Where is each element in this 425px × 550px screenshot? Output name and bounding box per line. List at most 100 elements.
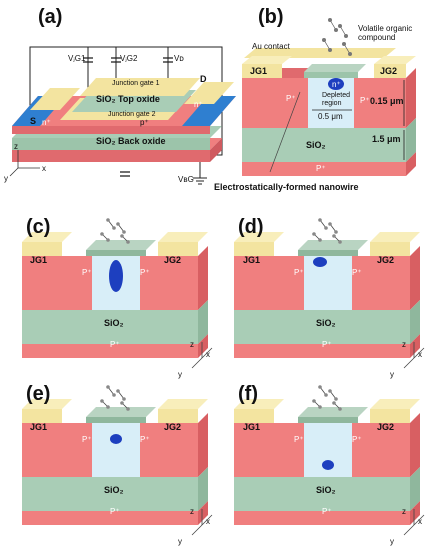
e-jg1-label: JG1 [30, 422, 48, 432]
e-p-bottom-label: P⁺ [110, 507, 120, 516]
e-voc-atom-a0 [106, 385, 110, 389]
c-top-oxide-front [86, 250, 146, 256]
d-top-oxide-front [298, 250, 358, 256]
d-p-bottom-label: P⁺ [322, 340, 332, 349]
a-junction-gate-1-pad [80, 78, 200, 96]
d-jg1-label: JG1 [243, 255, 261, 265]
ground-symbol [193, 177, 207, 185]
b-p-plus-left-label: P⁺ [286, 94, 296, 103]
e-axis-x-line [201, 514, 213, 526]
f-p-bottom-side [410, 501, 420, 525]
b-sio2-label: SiO₂ [306, 140, 326, 150]
e-voc-atom-b0 [112, 393, 116, 397]
a-axis-y: y [4, 174, 8, 183]
d-axis-z: z [402, 340, 406, 349]
b-oxide-dim-label: 1.5 μm [372, 134, 401, 144]
f-voc-atom-b0 [324, 393, 328, 397]
d-axis-y: y [390, 370, 394, 379]
c-jg2-label: JG2 [164, 255, 182, 265]
e-p-left-label: P⁺ [82, 435, 92, 444]
f-p-left-block [234, 423, 304, 477]
e-p-right-label: P⁺ [140, 435, 150, 444]
d-top-oxide [298, 240, 368, 250]
c-voc-atom-a3 [120, 234, 124, 238]
e-p-bottom-block [22, 511, 198, 525]
d-sio2-label: SiO₂ [316, 318, 336, 328]
f-top-oxide [298, 407, 368, 417]
f-axis-x: x [418, 517, 422, 526]
a-vjg1-label: VⱼG1 [68, 54, 86, 63]
e-p-bottom-side [198, 501, 208, 525]
f-p-right-block [352, 423, 410, 477]
a-back-oxide-label: SiO₂ Back oxide [96, 136, 166, 146]
d-sio2-side [410, 300, 420, 344]
d-voc-atom-b3 [338, 240, 342, 244]
e-p-right-side [198, 413, 208, 477]
a-substrate-front [12, 150, 210, 162]
b-n-plus-label: n⁺ [332, 80, 341, 89]
d-p-bottom-side [410, 334, 420, 358]
f-axis-x-line [413, 514, 425, 526]
c-p-right-label: P⁺ [140, 268, 150, 277]
e-sio2-label: SiO₂ [104, 485, 124, 495]
d-voc-atom-b1 [334, 230, 338, 234]
e-depleted-region [92, 417, 140, 477]
c-nanowire [109, 260, 123, 292]
f-depleted-region [304, 417, 352, 477]
d-p-bottom-block [234, 344, 410, 358]
panel-b-diagram [242, 18, 416, 176]
a-top-oxide-label: SiO₂ Top oxide [96, 94, 160, 104]
e-top-oxide-front [86, 417, 146, 423]
a-n-plus-left-label: n⁺ [42, 118, 51, 127]
c-sio2-block [22, 310, 198, 344]
c-voc-atom-b3 [126, 240, 130, 244]
a-p-plus-label: p⁺ [140, 118, 149, 127]
c-p-bottom-side [198, 334, 208, 358]
a-substrate-side [210, 138, 222, 162]
d-p-right-block [352, 256, 410, 310]
e-jg2-label: JG2 [164, 422, 182, 432]
c-axis-x: x [206, 350, 210, 359]
panel-e-label: (e) [26, 383, 51, 405]
d-voc-atom-a3 [332, 234, 336, 238]
e-axis-y: y [178, 537, 182, 546]
d-jg2-pad [370, 242, 410, 256]
c-voc-atom-b2 [106, 238, 110, 242]
e-sio2-block [22, 477, 198, 511]
b-nanowire-caption: Electrostatically-formed nanowire [214, 182, 359, 192]
b-depleted-region-label: Depleted region [322, 92, 351, 107]
d-jg1-pad [234, 242, 274, 256]
f-top-oxide-front [298, 417, 358, 423]
f-voc-atom-b1 [334, 397, 338, 401]
capacitor-symbols [83, 57, 173, 177]
c-p-left-block [22, 256, 92, 310]
a-n-plus-right-label: n⁺ [194, 100, 203, 109]
b-thickness-dim-label: 0.15 μm [370, 96, 404, 106]
a-silicon-front [12, 126, 210, 134]
f-voc-atom-b2 [318, 405, 322, 409]
e-voc-atom-a2 [100, 399, 104, 403]
e-jg2-top [158, 399, 208, 409]
f-p-left-label: P⁺ [294, 435, 304, 444]
f-p-right-label: P⁺ [352, 435, 362, 444]
a-vd-label: Vᴅ [174, 54, 184, 63]
d-axis-x: x [418, 350, 422, 359]
a-axes [9, 150, 40, 177]
d-depleted-region [304, 250, 352, 310]
f-voc-atom-b3 [338, 407, 342, 411]
panel-f-label: (f) [238, 383, 258, 405]
e-voc-atom-b3 [126, 407, 130, 411]
c-axis-z: z [190, 340, 194, 349]
d-voc-atom-a1 [328, 222, 332, 226]
b-width-dim-label: 0.5 μm [318, 112, 343, 121]
a-back-oxide-front [12, 138, 210, 150]
c-axis-x-line [201, 347, 213, 359]
panel-a-label: (a) [38, 6, 63, 28]
f-jg1-top [234, 399, 284, 409]
c-voc-atom-a2 [100, 232, 104, 236]
c-voc-atom-a1 [116, 222, 120, 226]
f-jg2-label: JG2 [377, 422, 395, 432]
a-drain-label: D [200, 74, 207, 84]
